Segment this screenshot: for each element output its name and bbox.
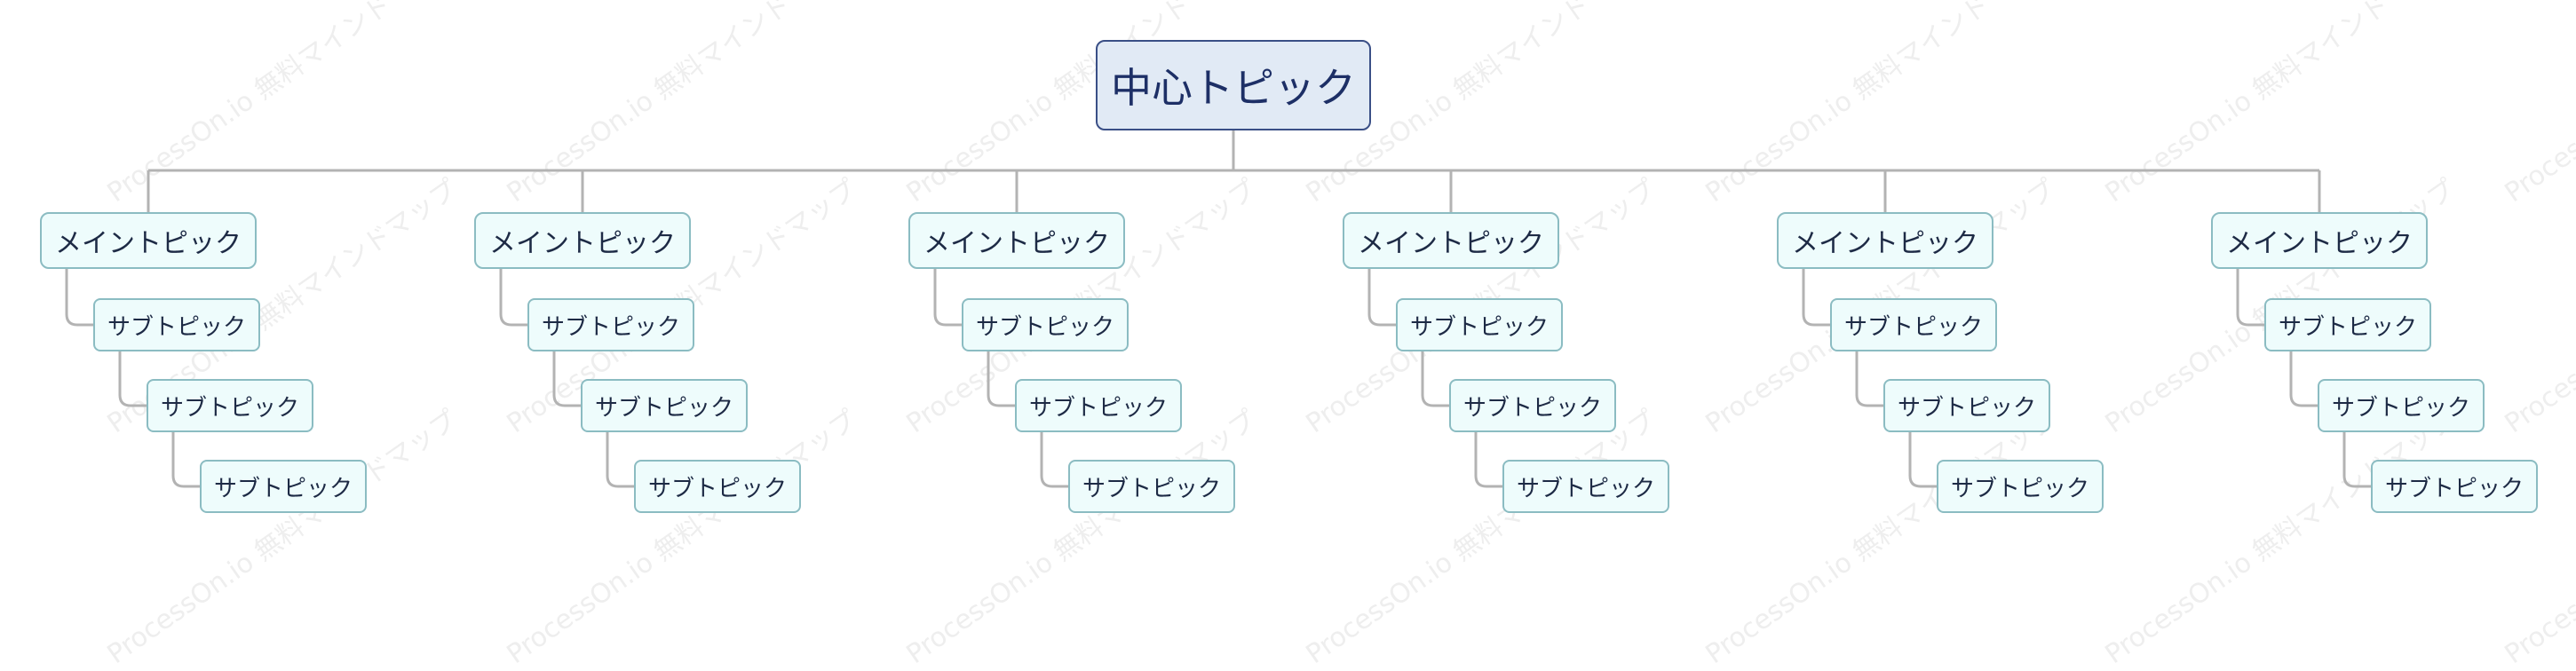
subtopic-connector: [499, 269, 527, 327]
subtopic[interactable]: サブトピック: [1937, 460, 2104, 513]
subtopic-connector: [1855, 351, 1883, 407]
subtopic[interactable]: サブトピック: [1015, 379, 1182, 432]
subtopic[interactable]: サブトピック: [962, 298, 1129, 351]
subtopic-connector: [606, 432, 634, 488]
subtopic-connector: [1367, 269, 1396, 327]
subtopic[interactable]: サブトピック: [1449, 379, 1616, 432]
central-topic[interactable]: 中心トピック: [1096, 40, 1371, 130]
main-topic[interactable]: メイントピック: [1777, 212, 1993, 269]
subtopic[interactable]: サブトピック: [1068, 460, 1235, 513]
subtopic[interactable]: サブトピック: [2371, 460, 2538, 513]
subtopic[interactable]: サブトピック: [1883, 379, 2050, 432]
subtopic[interactable]: サブトピック: [93, 298, 260, 351]
subtopic[interactable]: サブトピック: [1502, 460, 1669, 513]
mindmap-diagram: 中心トピック メイントピックサブトピックサブトピックサブトピックメイントピックサ…: [40, 40, 2538, 513]
subtopic-connector: [552, 351, 581, 407]
subtopic[interactable]: サブトピック: [2264, 298, 2431, 351]
subtopic[interactable]: サブトピック: [1830, 298, 1997, 351]
main-topic[interactable]: メイントピック: [2211, 212, 2428, 269]
subtopic[interactable]: サブトピック: [2318, 379, 2485, 432]
subtopic[interactable]: サブトピック: [581, 379, 748, 432]
connector-layer: [65, 130, 2371, 488]
subtopic-connector: [1802, 269, 1830, 327]
subtopic-connector: [987, 351, 1015, 407]
subtopic[interactable]: サブトピック: [1396, 298, 1563, 351]
main-topic[interactable]: メイントピック: [908, 212, 1125, 269]
subtopic-connector: [65, 269, 93, 327]
subtopic-connector: [2236, 269, 2264, 327]
subtopic[interactable]: サブトピック: [527, 298, 694, 351]
main-topic[interactable]: メイントピック: [40, 212, 257, 269]
subtopic-connector: [1421, 351, 1449, 407]
subtopic-connector: [1474, 432, 1502, 488]
subtopic-connector: [2342, 432, 2371, 488]
subtopic-connector: [2289, 351, 2318, 407]
subtopic-connector: [118, 351, 147, 407]
subtopic[interactable]: サブトピック: [147, 379, 313, 432]
subtopic-connector: [1908, 432, 1937, 488]
subtopic-connector: [933, 269, 962, 327]
main-topic[interactable]: メイントピック: [1343, 212, 1559, 269]
subtopic-connector: [171, 432, 200, 488]
subtopic[interactable]: サブトピック: [634, 460, 801, 513]
main-topic[interactable]: メイントピック: [474, 212, 691, 269]
subtopic-connector: [1040, 432, 1068, 488]
subtopic[interactable]: サブトピック: [200, 460, 367, 513]
